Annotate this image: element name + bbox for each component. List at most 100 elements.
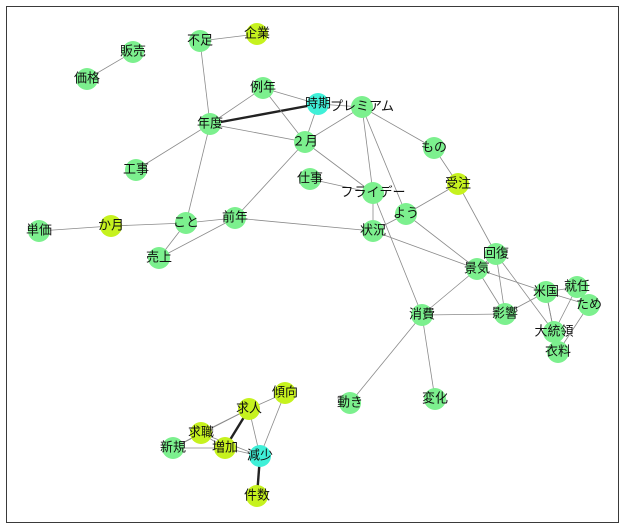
node-keikou[interactable]: 傾向 (272, 382, 298, 404)
node-label: 単価 (26, 223, 52, 239)
node-label: 不足 (187, 34, 213, 49)
node-label: よう (393, 207, 419, 222)
node-kyuujin[interactable]: 求人 (236, 398, 262, 420)
node-circle (175, 212, 197, 234)
node-kyuushoku[interactable]: 求職 (188, 422, 214, 444)
edge-reinen-nigatsu (262, 87, 306, 143)
node-label: 前年 (222, 210, 248, 226)
node-shinki[interactable]: 新規 (160, 437, 186, 459)
node-circle (543, 321, 565, 343)
node-tanka[interactable]: 単価 (26, 220, 52, 242)
node-circle (76, 68, 98, 90)
node-beikoku[interactable]: 米国 (533, 281, 559, 303)
node-kagetsu[interactable]: か月 (98, 215, 124, 237)
edge-joukyou-keiki (372, 230, 478, 270)
node-label: 傾向 (272, 385, 298, 401)
node-label: 時期 (305, 97, 331, 112)
node-iryou[interactable]: 衣料 (545, 341, 571, 363)
network-canvas: 動き 仕事 販売価格 不足 企業例年時期プレミアム年度 ２月 もの工事フライデー 受注よう単価… (6, 6, 619, 523)
node-circle (423, 137, 445, 159)
node-circle (252, 77, 274, 99)
node-jinji[interactable]: 仕事 (297, 168, 323, 190)
node-circle (148, 247, 170, 269)
node-circle (238, 398, 260, 420)
node-label: 求職 (188, 426, 214, 441)
node-label: 減少 (247, 448, 273, 464)
node-fusoku[interactable]: 不足 (187, 30, 213, 52)
node-henka[interactable]: 変化 (422, 388, 448, 410)
node-circle (122, 41, 144, 63)
node-nigatsu[interactable]: ２月 (292, 131, 318, 153)
edge-shouhi-henka (421, 314, 436, 400)
node-circle (162, 437, 184, 459)
edge-friday-shouhi (372, 192, 423, 316)
node-koto[interactable]: こと (173, 212, 199, 234)
edge-fusoku-nendo (199, 40, 211, 125)
node-circle (224, 207, 246, 229)
node-label: 大統領 (534, 324, 573, 340)
edge-nendo-jiki (209, 102, 319, 126)
node-label: 消費 (409, 308, 435, 323)
node-label: 年度 (197, 116, 223, 132)
edge-premium-you (361, 106, 407, 215)
node-circle (28, 220, 50, 242)
node-eikyou[interactable]: 影響 (492, 303, 518, 325)
node-circle (307, 93, 329, 115)
node-ugoki[interactable]: 動き (337, 392, 363, 414)
node-tame[interactable]: ため (576, 294, 602, 316)
edge-juchuu-kaifuku (457, 183, 497, 255)
edge-shouhi-ugoki (349, 314, 423, 404)
node-label: もの (421, 141, 447, 156)
node-kakaku[interactable]: 価格 (74, 68, 100, 90)
node-genshou[interactable]: 減少 (247, 445, 273, 467)
node-shuunin[interactable]: 就任 (564, 276, 590, 298)
node-label: 景気 (464, 261, 490, 277)
edge-shouhi-eikyou (421, 313, 506, 316)
node-reinen[interactable]: 例年 (250, 77, 276, 99)
node-zouka[interactable]: 増加 (212, 437, 238, 459)
node-mono[interactable]: もの (421, 137, 447, 159)
node-friday[interactable]: フライデー (340, 182, 406, 204)
node-label: 就任 (564, 280, 590, 295)
node-you[interactable]: よう (393, 203, 419, 225)
node-circle (125, 159, 147, 181)
node-hanbai[interactable]: 販売 (120, 41, 146, 63)
node-label: 新規 (160, 440, 186, 456)
node-nendo[interactable]: 年度 (197, 113, 223, 135)
node-circle (547, 341, 569, 363)
node-circle (214, 437, 236, 459)
node-kaifuku[interactable]: 回復 (483, 243, 509, 265)
node-label: 衣料 (545, 344, 571, 360)
edge-keikou-genshou (259, 392, 286, 457)
node-circle (100, 215, 122, 237)
node-label: 工事 (123, 163, 149, 178)
node-zennen[interactable]: 前年 (222, 207, 248, 229)
node-kouji[interactable]: 工事 (123, 159, 149, 181)
node-joukyou[interactable]: 状況 (360, 220, 386, 242)
node-label: 受注 (445, 177, 471, 192)
node-circle (199, 113, 221, 135)
node-circle (535, 281, 557, 303)
node-shouhi[interactable]: 消費 (409, 304, 435, 326)
node-circle (190, 422, 212, 444)
node-circle (339, 392, 361, 414)
edge-nigatsu-premium (304, 106, 363, 143)
node-kensuu[interactable]: 件数 (244, 485, 270, 507)
node-jiki[interactable]: 時期 (305, 93, 331, 115)
node-circle (294, 131, 316, 153)
node-daitouryou[interactable]: 大統領 (534, 321, 574, 343)
node-juchuu[interactable]: 受注 (445, 173, 471, 195)
edge-kagetsu-koto (110, 222, 187, 227)
node-label: 増加 (212, 441, 238, 456)
node-circle (578, 294, 600, 316)
node-label: 例年 (250, 81, 276, 96)
edge-nigatsu-friday (304, 141, 374, 194)
node-premium[interactable]: プレミアム (330, 96, 394, 118)
edge-nendo-nigatsu (209, 123, 306, 143)
node-keiki[interactable]: 景気 (464, 258, 490, 280)
edge-keiki-shouhi (421, 268, 478, 316)
node-uriage[interactable]: 売上 (146, 247, 172, 269)
node-kigyou[interactable]: 企業 (244, 23, 270, 45)
